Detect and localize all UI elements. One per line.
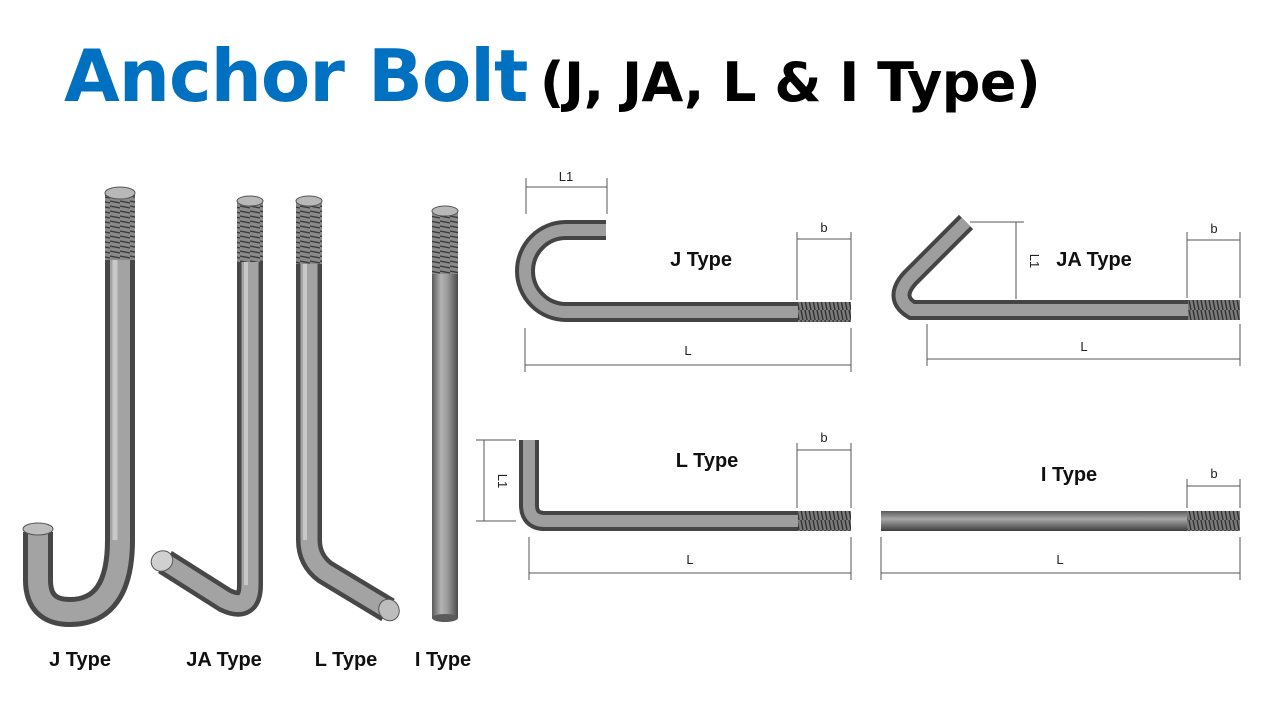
diagram-label-l: L Type: [676, 450, 739, 472]
dim-ja-l1: L1: [1027, 254, 1042, 268]
dim-j-l1: L1: [559, 169, 573, 184]
bolt-3d-label-j: J Type: [49, 649, 111, 671]
dim-i-l: L: [1056, 552, 1063, 567]
diagram-label-j: J Type: [670, 249, 732, 271]
dim-ja-l: L: [1080, 339, 1087, 354]
dim-l-l: L: [686, 552, 693, 567]
bolt-3d-label-l: L Type: [315, 649, 378, 671]
dim-j-l: L: [684, 343, 691, 358]
title-subtitle: (J, JA, L & I Type): [539, 51, 1041, 114]
dim-l-b: b: [820, 430, 827, 445]
dim-ja-b: b: [1210, 221, 1217, 236]
bolt-3d-label-i: I Type: [415, 649, 471, 671]
diagram-label-i: I Type: [1041, 464, 1097, 486]
diagram-ja-type: L1 b L JA Type: [891, 214, 1241, 366]
page-title: Anchor Bolt (J, JA, L & I Type): [64, 34, 1041, 118]
diagram-label-ja: JA Type: [1056, 249, 1132, 271]
diagram-l-type: L1 b L L Type: [476, 430, 852, 580]
diagram-i-type: b L I Type: [880, 464, 1241, 580]
diagram-j-type: L1 b L J Type: [515, 169, 852, 372]
bolt-3d-l-type: [295, 195, 400, 622]
bolt-3d-j-type: [22, 186, 136, 628]
dim-l-l1: L1: [495, 474, 510, 488]
title-main: Anchor Bolt: [64, 34, 528, 118]
dim-i-b: b: [1210, 466, 1217, 481]
bolt-3d-ja-type: [150, 195, 264, 617]
bolt-3d-label-ja: JA Type: [186, 649, 262, 671]
dim-j-b: b: [820, 220, 827, 235]
bolt-3d-i-type: [431, 205, 459, 622]
